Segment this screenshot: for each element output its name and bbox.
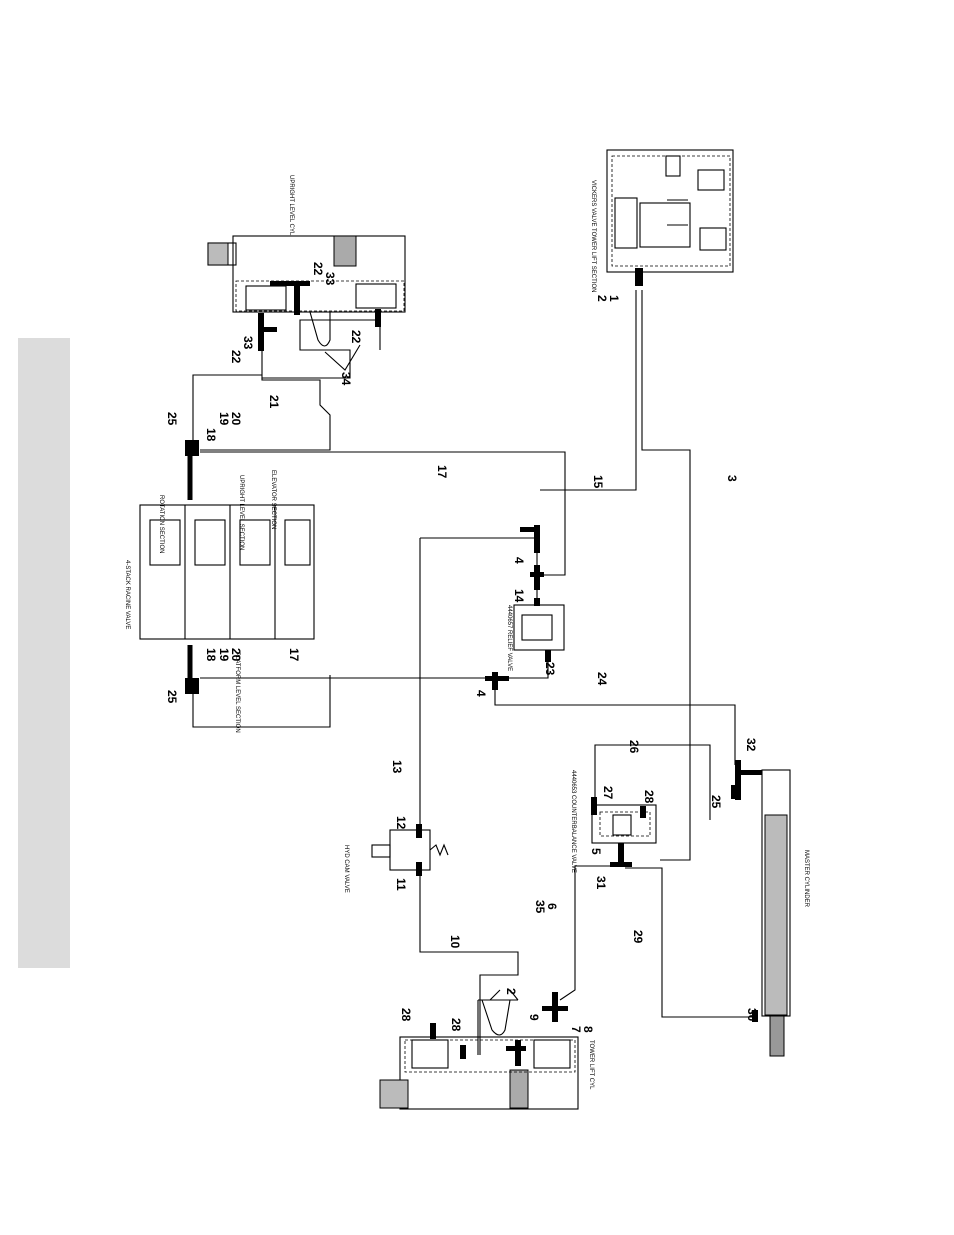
tee-4-upper-b (534, 565, 540, 590)
callout-5: 5 (589, 848, 603, 855)
fitting-12 (416, 824, 422, 838)
tee-32 (735, 760, 741, 800)
tee-4-upper-a (534, 525, 540, 553)
callout-7: 7 (569, 1026, 583, 1033)
page-margin-strip (18, 338, 70, 968)
cam-valve-label: HYD CAM VALVE (343, 845, 349, 893)
vickers-valve (606, 149, 734, 273)
upright-level-cyl-label: UPRIGHT LEVEL CYL (288, 175, 294, 236)
racine-upright-level-section: UPRIGHT LEVEL SECTION (238, 475, 244, 550)
callout-13: 13 (390, 760, 404, 774)
callout-33-mid: 33 (323, 272, 337, 286)
callout-12: 12 (394, 816, 408, 830)
callout-23: 23 (543, 662, 557, 676)
fitting-25-top (185, 440, 199, 456)
callout-9: 9 (527, 1014, 541, 1021)
fitting-25-bottom (185, 678, 199, 694)
fitting-28-a (430, 1023, 436, 1039)
tower-lift-cylinder (379, 1036, 579, 1110)
callout-20-top: 20 (229, 412, 243, 426)
callout-3: 3 (725, 475, 739, 482)
callout-27: 27 (601, 786, 615, 800)
callout-10: 10 (448, 935, 462, 949)
counterbalance-valve-label: 4440653 COUNTERBALANCE VALVE (570, 770, 576, 873)
fitting-9 (515, 1040, 521, 1066)
callout-35: 35 (533, 900, 547, 914)
callout-28-b: 28 (449, 1018, 463, 1032)
tee-31 (618, 843, 624, 867)
hyd-cam-valve (371, 829, 449, 871)
callout-25-bottom: 25 (165, 690, 179, 704)
callout-34: 34 (339, 372, 353, 386)
callout-34-leader (324, 344, 361, 371)
callout-8: 8 (581, 1026, 595, 1033)
counterbalance-valve (591, 804, 657, 844)
callout-31: 31 (594, 876, 608, 890)
racine-rotation-section: ROTATION SECTION (158, 495, 164, 553)
callout-2-leader (489, 989, 519, 1001)
fitting-11 (416, 862, 422, 876)
relief-valve-label: 4440657 RELIEF VALVE (506, 605, 512, 671)
upright-level-cylinder (207, 235, 406, 313)
callout-22-right: 22 (349, 330, 363, 344)
callout-14: 14 (512, 589, 526, 603)
fitting-30 (752, 1010, 758, 1022)
callout-32: 32 (744, 738, 758, 752)
callout-30: 30 (745, 1008, 759, 1022)
callout-26: 26 (627, 740, 641, 754)
callout-4-upper: 4 (512, 557, 526, 564)
fitting-tee-22-mid (294, 283, 300, 315)
fitting-22-right (375, 309, 381, 327)
racine-valve-label: 4-STACK RACINE VALVE (124, 560, 130, 629)
fitting-vickers-port (635, 268, 643, 286)
callout-17-left: 17 (287, 648, 301, 662)
callout-20-bottom: 20 (229, 648, 243, 662)
callout-18-top: 18 (204, 428, 218, 442)
fitting-27 (591, 797, 597, 815)
fitting-28-cb (640, 806, 646, 818)
callout-33: 33 (241, 336, 255, 350)
callout-17-right: 17 (435, 465, 449, 479)
fitting-tee-22-33-top (258, 313, 264, 351)
callout-21: 21 (267, 395, 281, 409)
callout-24: 24 (595, 672, 609, 686)
callout-1-vickers: 1 (607, 295, 621, 302)
callout-22: 22 (229, 350, 243, 364)
callout-11: 11 (394, 878, 408, 891)
tower-lift-cyl-label: TOWER LIFT CYL (588, 1040, 594, 1090)
racine-platform-level-section: PLATFORM LEVEL SECTION (234, 652, 240, 733)
vickers-valve-label: VICKERS VALVE TOWER LIFT SECTION (590, 180, 596, 292)
callout-2-vickers: 2 (595, 295, 609, 302)
relief-valve (513, 604, 565, 651)
callout-28-cb: 28 (642, 790, 656, 804)
fitting-25-master (731, 785, 739, 799)
master-cylinder (761, 769, 791, 1057)
callout-6: 6 (545, 903, 559, 910)
callout-19-bottom: 19 (217, 648, 231, 662)
master-cylinder-label: MASTER CYLINDER (803, 850, 809, 908)
callout-25-top: 25 (165, 412, 179, 426)
callout-29: 29 (631, 930, 645, 944)
callout-18-bottom: 18 (204, 648, 218, 662)
callout-19-top: 19 (217, 412, 231, 426)
callout-22-mid: 22 (311, 262, 325, 276)
racine-elevator-section: ELEVATOR SECTION (270, 470, 276, 529)
callout-4-lower: 4 (474, 690, 488, 697)
fitting-28-b (460, 1045, 466, 1059)
callout-25-master: 25 (709, 795, 723, 809)
callout-28-a: 28 (399, 1008, 413, 1022)
callout-15: 15 (591, 475, 605, 489)
